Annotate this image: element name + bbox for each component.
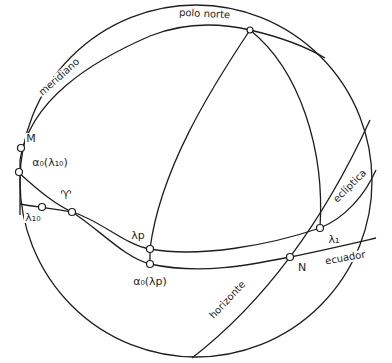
equator-label: ecuador bbox=[323, 249, 367, 266]
equinox-symbol: ♈ bbox=[60, 189, 73, 201]
hour-circle bbox=[250, 30, 321, 228]
point-label: λ₁ bbox=[328, 234, 341, 245]
pole-label: polo norte bbox=[178, 8, 232, 21]
sphere-outline bbox=[20, 5, 372, 357]
point-marker bbox=[317, 225, 324, 232]
horizon-curve bbox=[192, 120, 370, 358]
point-label: α₀(λp) bbox=[132, 276, 168, 287]
point-label: λ₁₀ bbox=[24, 212, 41, 223]
point-label: N bbox=[297, 262, 307, 273]
point-label: λp bbox=[130, 230, 146, 241]
point-marker bbox=[147, 246, 154, 253]
point-marker bbox=[287, 254, 294, 261]
meridian-label: meridiano bbox=[36, 56, 82, 99]
ecliptic-curve bbox=[20, 170, 376, 252]
point-marker bbox=[147, 261, 154, 268]
meridian-curve bbox=[20, 25, 325, 215]
ecliptic-label: eclíptica bbox=[331, 167, 369, 205]
point-marker bbox=[16, 169, 23, 176]
point-marker bbox=[18, 145, 25, 152]
pole-point bbox=[247, 27, 253, 33]
hour-circle bbox=[150, 30, 250, 264]
point-marker bbox=[39, 204, 46, 211]
point-label: α₀(λ₁₀) bbox=[31, 157, 69, 168]
equator-curve bbox=[18, 172, 376, 269]
point-label: M bbox=[25, 133, 37, 144]
point-marker bbox=[69, 209, 76, 216]
horizon-label: horizonte bbox=[208, 279, 249, 322]
